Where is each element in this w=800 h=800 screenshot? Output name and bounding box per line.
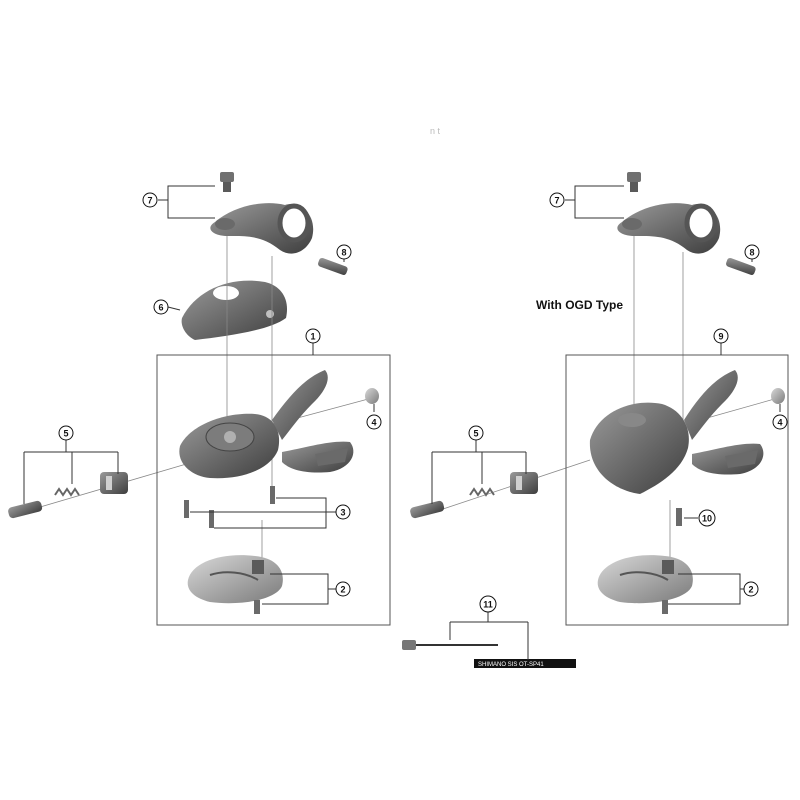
callout-label: 5 <box>473 429 478 439</box>
callout-label: 2 <box>340 585 345 595</box>
right-clamp-bolt-8 <box>726 257 756 275</box>
left-guide-lines <box>29 236 373 570</box>
right-screw-10 <box>676 508 682 526</box>
callout-11: 11 <box>479 595 497 613</box>
callout-label: 7 <box>554 196 559 206</box>
right-box-9 <box>565 354 789 626</box>
callout-label: 11 <box>483 600 493 610</box>
callout-label: 4 <box>371 418 376 428</box>
left-clamp-top-bolt <box>220 172 234 192</box>
callout-4-left: 4 <box>366 414 382 430</box>
callout-8-left: 8 <box>336 244 352 260</box>
inner-cable-11: SHIMANO SIS OT-SP41 <box>402 640 576 668</box>
callout-label: 5 <box>63 429 68 439</box>
callout-label: 1 <box>310 332 315 342</box>
callout-label: 10 <box>702 514 712 524</box>
right-clamp-band <box>617 203 721 254</box>
left-clamp-bolt-8 <box>318 257 348 275</box>
left-screws-3 <box>184 486 275 528</box>
right-shifter-body <box>589 370 764 494</box>
left-cap-4 <box>365 388 379 404</box>
callout-3-left: 3 <box>335 504 351 520</box>
left-shifter-body <box>179 370 354 479</box>
callout-2-left: 2 <box>335 581 351 597</box>
ogd-type-heading: With OGD Type <box>536 298 623 312</box>
callout-8-right: 8 <box>744 244 760 260</box>
callout-5-left: 5 <box>58 425 74 441</box>
callout-label: 3 <box>340 508 345 518</box>
callout-label: 8 <box>341 248 346 258</box>
left-adjuster-5 <box>8 472 128 519</box>
callout-2-right: 2 <box>743 581 759 597</box>
callout-1-left: 1 <box>305 328 321 344</box>
callout-10-right: 10 <box>698 509 716 527</box>
left-clamp-band <box>210 203 314 254</box>
callout-label: 6 <box>158 303 163 313</box>
faint-mark: n t <box>430 126 441 136</box>
right-clamp-top-bolt <box>627 172 641 192</box>
right-guide-lines <box>439 236 779 565</box>
left-box-1 <box>156 354 391 626</box>
callout-6-left: 6 <box>153 299 169 315</box>
callout-label: 4 <box>777 418 782 428</box>
left-base-cover-2 <box>187 555 283 614</box>
callout-7-left: 7 <box>142 192 158 208</box>
callout-9-right: 9 <box>713 328 729 344</box>
callout-label: 9 <box>718 332 723 342</box>
callout-5-right: 5 <box>468 425 484 441</box>
left-cover-6 <box>181 280 288 340</box>
callout-label: 2 <box>748 585 753 595</box>
cable-print: SHIMANO SIS OT-SP41 <box>478 662 544 668</box>
callout-7-right: 7 <box>549 192 565 208</box>
right-cap-4 <box>771 388 785 404</box>
callout-4-right: 4 <box>772 414 788 430</box>
right-adjuster-5 <box>410 472 538 519</box>
callout-label: 8 <box>749 248 754 258</box>
right-base-cover-2 <box>597 555 693 614</box>
callout-leaders <box>23 185 781 660</box>
callout-label: 7 <box>147 196 152 206</box>
